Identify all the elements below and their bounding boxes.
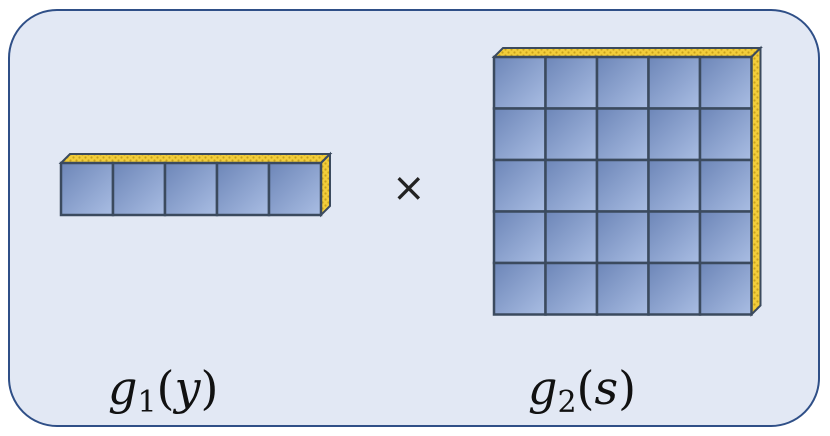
vector-label: g1(y): [108, 365, 218, 418]
matrix-label-sub: 2: [557, 385, 577, 420]
matrix-cell: [544, 210, 599, 265]
vector-cell: [215, 161, 271, 217]
matrix-cell: [698, 55, 753, 110]
matrix-cell: [544, 107, 599, 162]
vector-cell: [59, 161, 115, 217]
matrix-cell: [647, 261, 702, 316]
matrix-cell: [647, 107, 702, 162]
matrix-cell: [492, 261, 547, 316]
matrix-cell: [698, 107, 753, 162]
matrix-label-arg: s: [594, 361, 619, 415]
vector-cell: [163, 161, 219, 217]
matrix-cell: [544, 55, 599, 110]
matrix-cell: [595, 107, 650, 162]
matrix-cell: [698, 210, 753, 265]
matrix-cell: [595, 210, 650, 265]
matrix-label-open-paren: (: [576, 361, 595, 415]
vector-cell: [267, 161, 323, 217]
matrix-top-face: [491, 47, 763, 58]
matrix-cell: [647, 55, 702, 110]
vector-label-arg: y: [174, 361, 201, 415]
matrix-cell: [647, 210, 702, 265]
matrix-cell: [492, 210, 547, 265]
vector-side-face: [320, 151, 331, 218]
matrix-label-fn: g: [528, 361, 558, 415]
matrix-cell: [698, 261, 753, 316]
matrix-cell: [595, 261, 650, 316]
matrix-cell: [492, 55, 547, 110]
matrix-cell: [647, 158, 702, 213]
vector-cell: [111, 161, 167, 217]
matrix-cell: [492, 158, 547, 213]
matrix-cell: [492, 107, 547, 162]
vector-g1: [58, 151, 333, 218]
vector-label-fn: g: [108, 361, 138, 415]
matrix-cell: [544, 158, 599, 213]
matrix-cell: [595, 158, 650, 213]
multiply-operator: ×: [392, 165, 426, 211]
vector-top-face: [58, 153, 333, 164]
matrix-cell: [698, 158, 753, 213]
matrix-label: g2(s): [528, 365, 636, 418]
matrix-cell: [544, 261, 599, 316]
matrix-cell: [595, 55, 650, 110]
vector-label-open-paren: (: [156, 361, 175, 415]
matrix-label-close-paren: ): [618, 361, 637, 415]
vector-label-close-paren: ): [200, 361, 219, 415]
matrix-side-face: [750, 45, 762, 317]
vector-label-sub: 1: [137, 385, 157, 420]
matrix-g2: [491, 45, 763, 317]
